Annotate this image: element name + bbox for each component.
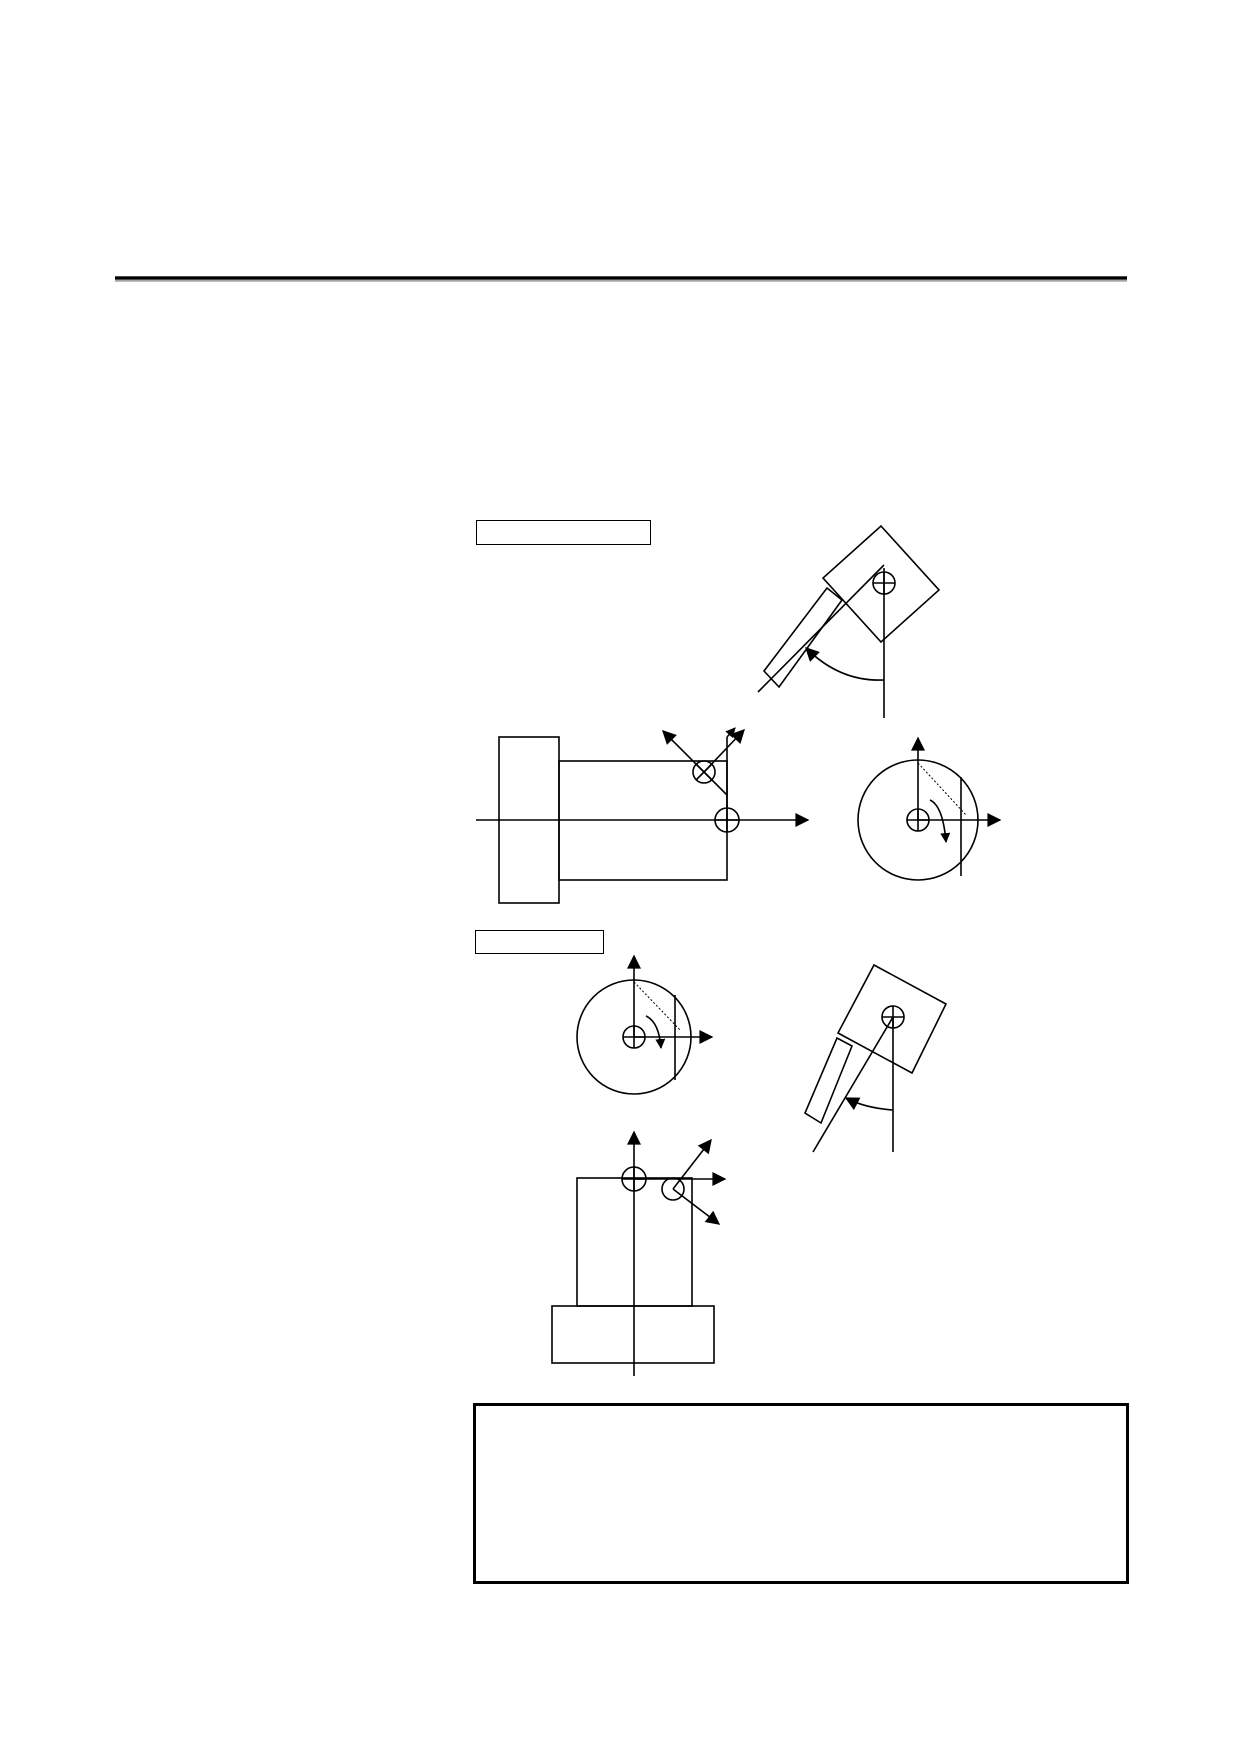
end-face-arrow	[725, 727, 736, 739]
tilted-head-lower	[803, 963, 948, 1153]
tool-axis-arrow-upleft	[662, 730, 705, 773]
face-center-point-lower	[622, 1025, 646, 1049]
tilted-head-body-lower	[836, 963, 948, 1075]
face-dotted-line-right	[917, 762, 967, 816]
header-rule	[115, 276, 1127, 282]
tool-to-origin-link	[703, 771, 728, 796]
face-rotation-arrow-lower	[645, 1015, 666, 1049]
face-view-right	[857, 736, 1002, 881]
pivot-point-top	[872, 571, 896, 595]
vertical-tool-arrow-down	[672, 1188, 721, 1225]
workpiece-origin-point	[714, 807, 740, 833]
tilted-head-top	[757, 524, 941, 718]
face-view-lower	[576, 954, 714, 1095]
tilt-axis-line-lower	[812, 1016, 894, 1153]
vertical-chuck-body	[551, 1305, 715, 1364]
tool-axis-arrow-upright	[703, 728, 745, 773]
vertical-tool-arrow-up	[672, 1138, 712, 1190]
lathe-vertical-view	[551, 1130, 727, 1376]
top-label-box	[476, 520, 651, 545]
note-box	[473, 1403, 1129, 1584]
vertical-tool-point	[661, 1177, 685, 1201]
tilt-angle-arc-top	[805, 647, 885, 681]
tilt-axis-line-top	[757, 564, 885, 693]
vertical-origin-point	[621, 1166, 647, 1192]
face-rotation-arrow-right	[929, 799, 951, 843]
tilted-head-body-top	[821, 524, 941, 644]
face-center-point-right	[906, 808, 930, 832]
tilted-spindle-lower	[803, 1036, 854, 1125]
pivot-point-lower	[881, 1005, 905, 1029]
middle-label-box	[475, 930, 604, 954]
tilted-spindle-top	[762, 586, 844, 689]
lathe-side-view	[476, 727, 810, 904]
tilt-angle-arc-lower	[844, 1097, 894, 1111]
face-dotted-line-lower	[633, 981, 682, 1032]
